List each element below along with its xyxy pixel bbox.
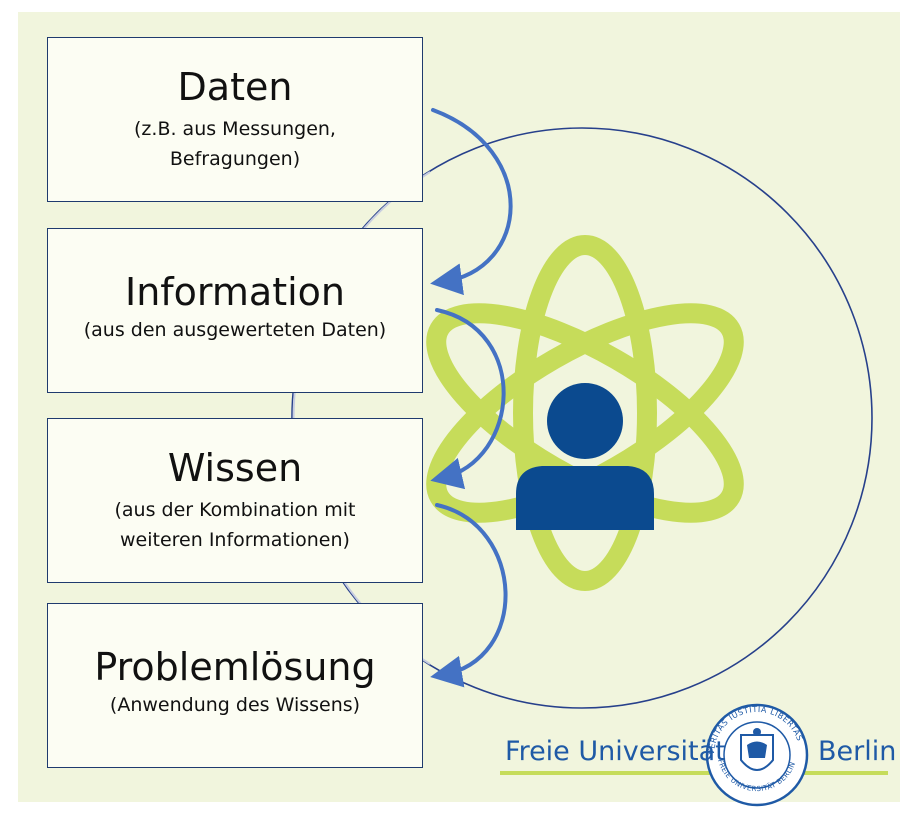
- university-seal-icon: VERITAS IUSTITIA LIBERTAS FREIE UNIVERSI…: [705, 703, 809, 807]
- atom-icon: [426, 235, 744, 591]
- box-subtitle-problemloesung: (Anwendung des Wissens): [109, 694, 361, 716]
- box-information: Information (aus den ausgewerteten Daten…: [47, 228, 423, 393]
- box-title-wissen: Wissen: [167, 446, 303, 490]
- box-title-daten: Daten: [177, 65, 293, 109]
- box-subtitle-wissen: (aus der Kombination mit weiteren Inform…: [114, 499, 356, 551]
- box-problemloesung: Problemlösung (Anwendung des Wissens): [47, 603, 423, 768]
- box-title-problemloesung: Problemlösung: [94, 645, 376, 689]
- box-wissen: Wissen (aus der Kombination mit weiteren…: [47, 418, 423, 583]
- curved-arrow-icon: [430, 108, 513, 688]
- box-subtitle-daten: (z.B. aus Messungen, Befragungen): [134, 118, 336, 170]
- person-icon: [516, 383, 654, 530]
- logo-text-berlin: Berlin: [818, 736, 897, 767]
- box-daten: Daten (z.B. aus Messungen, Befragungen): [47, 37, 423, 202]
- box-subtitle-information: (aus den ausgewerteten Daten): [83, 319, 387, 341]
- logo-text-freie-universitaet: Freie Universität: [505, 736, 726, 767]
- box-title-information: Information: [125, 270, 345, 314]
